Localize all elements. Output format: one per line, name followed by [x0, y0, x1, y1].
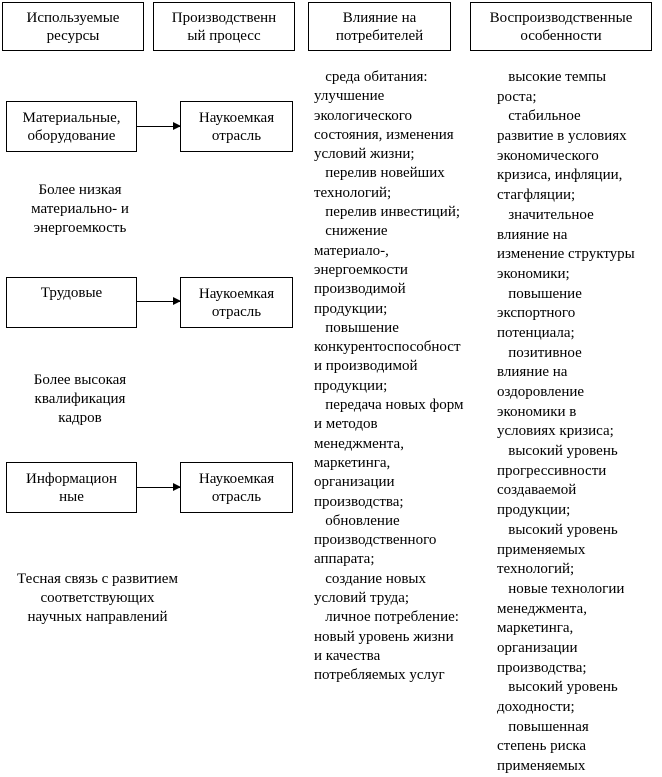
text-line: условиях кризиса; — [497, 423, 614, 440]
text-line: высокий уровень — [497, 521, 618, 538]
text-line: передача новых форм — [314, 397, 464, 414]
text-line: изменение структуры — [497, 246, 635, 263]
resource-label: Трудовые — [40, 285, 103, 301]
text-line: кризиса, инфляции, — [497, 167, 623, 184]
header-reproduction: Воспроизводственные особенности — [470, 2, 652, 51]
resource-information: Информацион ные — [6, 462, 137, 513]
text-line: высокий уровень — [497, 443, 618, 460]
text-line: условий труда; — [314, 590, 410, 607]
text-line: позитивное — [497, 344, 582, 361]
text-line: менеджмента, — [497, 600, 587, 617]
reproduction-features-list: высокие темпы роста; стабильное развитие в… — [497, 68, 635, 777]
text-line: продукции; — [497, 502, 571, 519]
text-line: потребляемых услуг — [314, 667, 445, 684]
text-line: развитие в условиях — [497, 128, 627, 145]
process-label: Наукоемкая отрасль — [198, 470, 275, 505]
text-line: повышение — [497, 285, 582, 302]
text-line: аппарата; — [314, 551, 375, 568]
text-line: технологий; — [314, 184, 392, 201]
text-line: продукции; — [314, 300, 388, 317]
text-line: и качества — [314, 647, 381, 664]
text-line: роста; — [497, 88, 537, 105]
text-line: производства; — [497, 659, 587, 676]
text-line: повышение — [314, 319, 399, 336]
header-consumers: Влияние на потребителей — [308, 2, 451, 51]
text-line: энергоемкости — [314, 261, 408, 278]
header-resources: Используемые ресурсы — [2, 2, 144, 51]
text-line: стагфляции; — [497, 187, 576, 204]
text-line: организации — [314, 474, 395, 491]
text-line: создание новых — [314, 570, 427, 587]
text-line: перелив инвестиций; — [314, 204, 461, 221]
text-line: стабильное — [497, 108, 581, 125]
resource-labor: Трудовые — [6, 277, 137, 328]
text-line: состояния, изменения — [314, 126, 454, 143]
caption: Более высокая квалификация кадров — [33, 372, 127, 426]
text-line: высокий уровень — [497, 679, 618, 696]
text-line: технологий; — [497, 561, 575, 578]
consumer-impact-list: среда обитания: улучшение экологического со… — [314, 68, 463, 686]
text-line: условий жизни; — [314, 146, 415, 163]
text-line: личное потребление: — [314, 609, 459, 626]
text-line: материало-, — [314, 242, 389, 259]
text-line: потенциала; — [497, 324, 575, 341]
header-label: Влияние на потребителей — [335, 9, 424, 44]
text-line: улучшение — [314, 88, 385, 105]
process-label: Наукоемкая отрасль — [198, 109, 275, 144]
text-line: снижение — [314, 223, 388, 240]
text-line: среда обитания: — [314, 69, 428, 85]
resource-material: Материальные, оборудование — [6, 101, 137, 152]
text-line: применяемых — [497, 541, 586, 558]
process-label: Наукоемкая отрасль — [198, 285, 275, 320]
text-line: и методов — [314, 416, 378, 433]
text-line: новый уровень жизни — [314, 628, 454, 645]
text-line: продукции; — [314, 377, 388, 394]
text-line: и производимой — [314, 358, 418, 375]
text-line: применяемых — [497, 758, 586, 775]
text-line: обновление — [314, 512, 400, 529]
process-box: Наукоемкая отрасль — [180, 462, 293, 513]
text-line: влияние на — [497, 364, 568, 381]
caption: Более низкая материально- и энергоемкост… — [31, 182, 129, 236]
text-line: повышенная — [497, 718, 589, 735]
text-line: маркетинга, — [497, 620, 574, 637]
text-line: производства; — [314, 493, 404, 510]
text-line: высокие темпы — [497, 69, 607, 85]
arrow-icon — [137, 122, 181, 130]
text-line: создаваемой — [497, 482, 577, 499]
text-line: прогрессивности — [497, 462, 607, 479]
arrow-icon — [137, 297, 181, 305]
header-label: Производственн ый процесс — [171, 9, 277, 44]
text-line: конкурентоспособност — [314, 339, 461, 356]
text-line: производственного — [314, 532, 437, 549]
process-box: Наукоемкая отрасль — [180, 101, 293, 152]
text-line: организации — [497, 639, 578, 656]
text-line: степень риска — [497, 738, 587, 755]
text-line: значительное — [497, 206, 594, 223]
text-line: экономики в — [497, 403, 577, 420]
resource-label: Информацион ные — [26, 470, 117, 505]
text-line: менеджмента, — [314, 435, 404, 452]
resource-label: Материальные, оборудование — [22, 109, 121, 144]
text-line: оздоровление — [497, 384, 585, 400]
arrow-icon — [137, 483, 181, 491]
header-label: Воспроизводственные особенности — [489, 9, 633, 44]
text-line: экономического — [497, 147, 599, 164]
text-line: экономики; — [497, 265, 570, 282]
caption: Тесная связь с развитием соответствующих… — [17, 571, 178, 625]
text-line: новые технологии — [497, 580, 625, 597]
text-line: перелив новейших — [314, 165, 445, 182]
text-line: доходности; — [497, 699, 575, 715]
text-line: производимой — [314, 281, 406, 298]
header-process: Производственн ый процесс — [153, 2, 295, 51]
text-line: экспортного — [497, 305, 576, 322]
process-box: Наукоемкая отрасль — [180, 277, 293, 328]
header-label: Используемые ресурсы — [26, 9, 120, 44]
text-line: маркетинга, — [314, 454, 391, 471]
text-line: влияние на — [497, 226, 568, 243]
text-line: экологического — [314, 107, 412, 124]
